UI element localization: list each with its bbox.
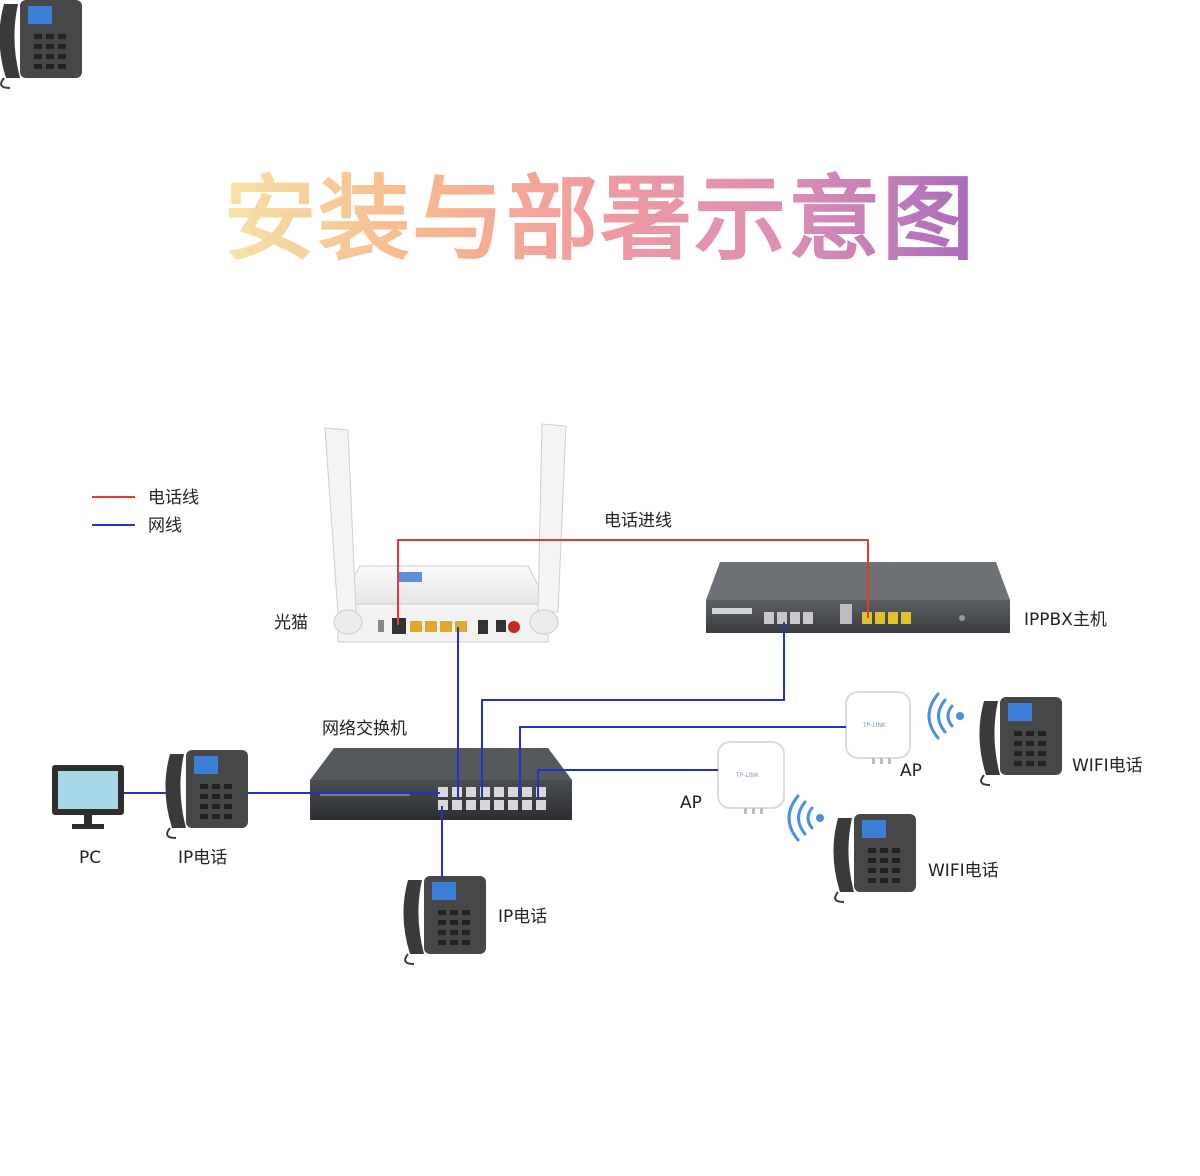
ippbx-label: IPPBX主机 — [1024, 610, 1107, 630]
switch-label: 网络交换机 — [322, 719, 407, 739]
ap-left-label: AP — [680, 793, 702, 813]
wifi-phone-bottom-icon — [832, 813, 917, 903]
title-wrap: 安装与部署示意图 — [0, 160, 1200, 280]
page-title: 安装与部署示意图 — [224, 160, 976, 280]
ip-phone-bottom-icon — [402, 875, 487, 965]
wifi-phone-bottom-label: WIFI电话 — [928, 861, 999, 881]
legend-phone-line-label: 电话线 — [148, 488, 199, 508]
incoming-phone-line-label: 电话进线 — [604, 511, 672, 531]
svg-text:TP-LINK: TP-LINK — [862, 722, 887, 729]
wifi-phone-top-label: WIFI电话 — [1072, 756, 1143, 776]
ap-top-label: AP — [900, 761, 922, 781]
wifi-signal-icon — [787, 794, 814, 842]
legend: 电话线 网线 — [92, 488, 199, 536]
ap-left-icon: TP-LINK — [717, 741, 785, 814]
wifi-signal-dot — [956, 712, 964, 720]
net-ippbx-to-switch — [481, 622, 785, 798]
pc-label: PC — [79, 848, 101, 868]
ip-phone-bottom-label: IP电话 — [498, 907, 547, 927]
net-ap-left-to-switch — [537, 769, 718, 798]
pc-icon — [52, 765, 124, 829]
ippbx-device — [706, 562, 1010, 633]
wifi-signal-icon — [927, 692, 954, 740]
net-ap-top-to-switch — [519, 726, 846, 798]
ip-phone-left-label: IP电话 — [178, 848, 227, 868]
ip-phone-left-icon — [164, 749, 249, 839]
modem-label: 光猫 — [274, 613, 308, 633]
modem-device — [324, 423, 567, 643]
wifi-signal-dot — [816, 814, 824, 822]
wifi-phone-top-icon — [978, 696, 1063, 786]
network-lines — [124, 622, 846, 880]
ap-top-icon: TP-LINK — [845, 691, 911, 764]
legend-network-line-label: 网线 — [148, 516, 182, 536]
svg-text:TP-LINK: TP-LINK — [735, 772, 760, 779]
phone-line-modem-to-ippbx — [397, 539, 869, 625]
